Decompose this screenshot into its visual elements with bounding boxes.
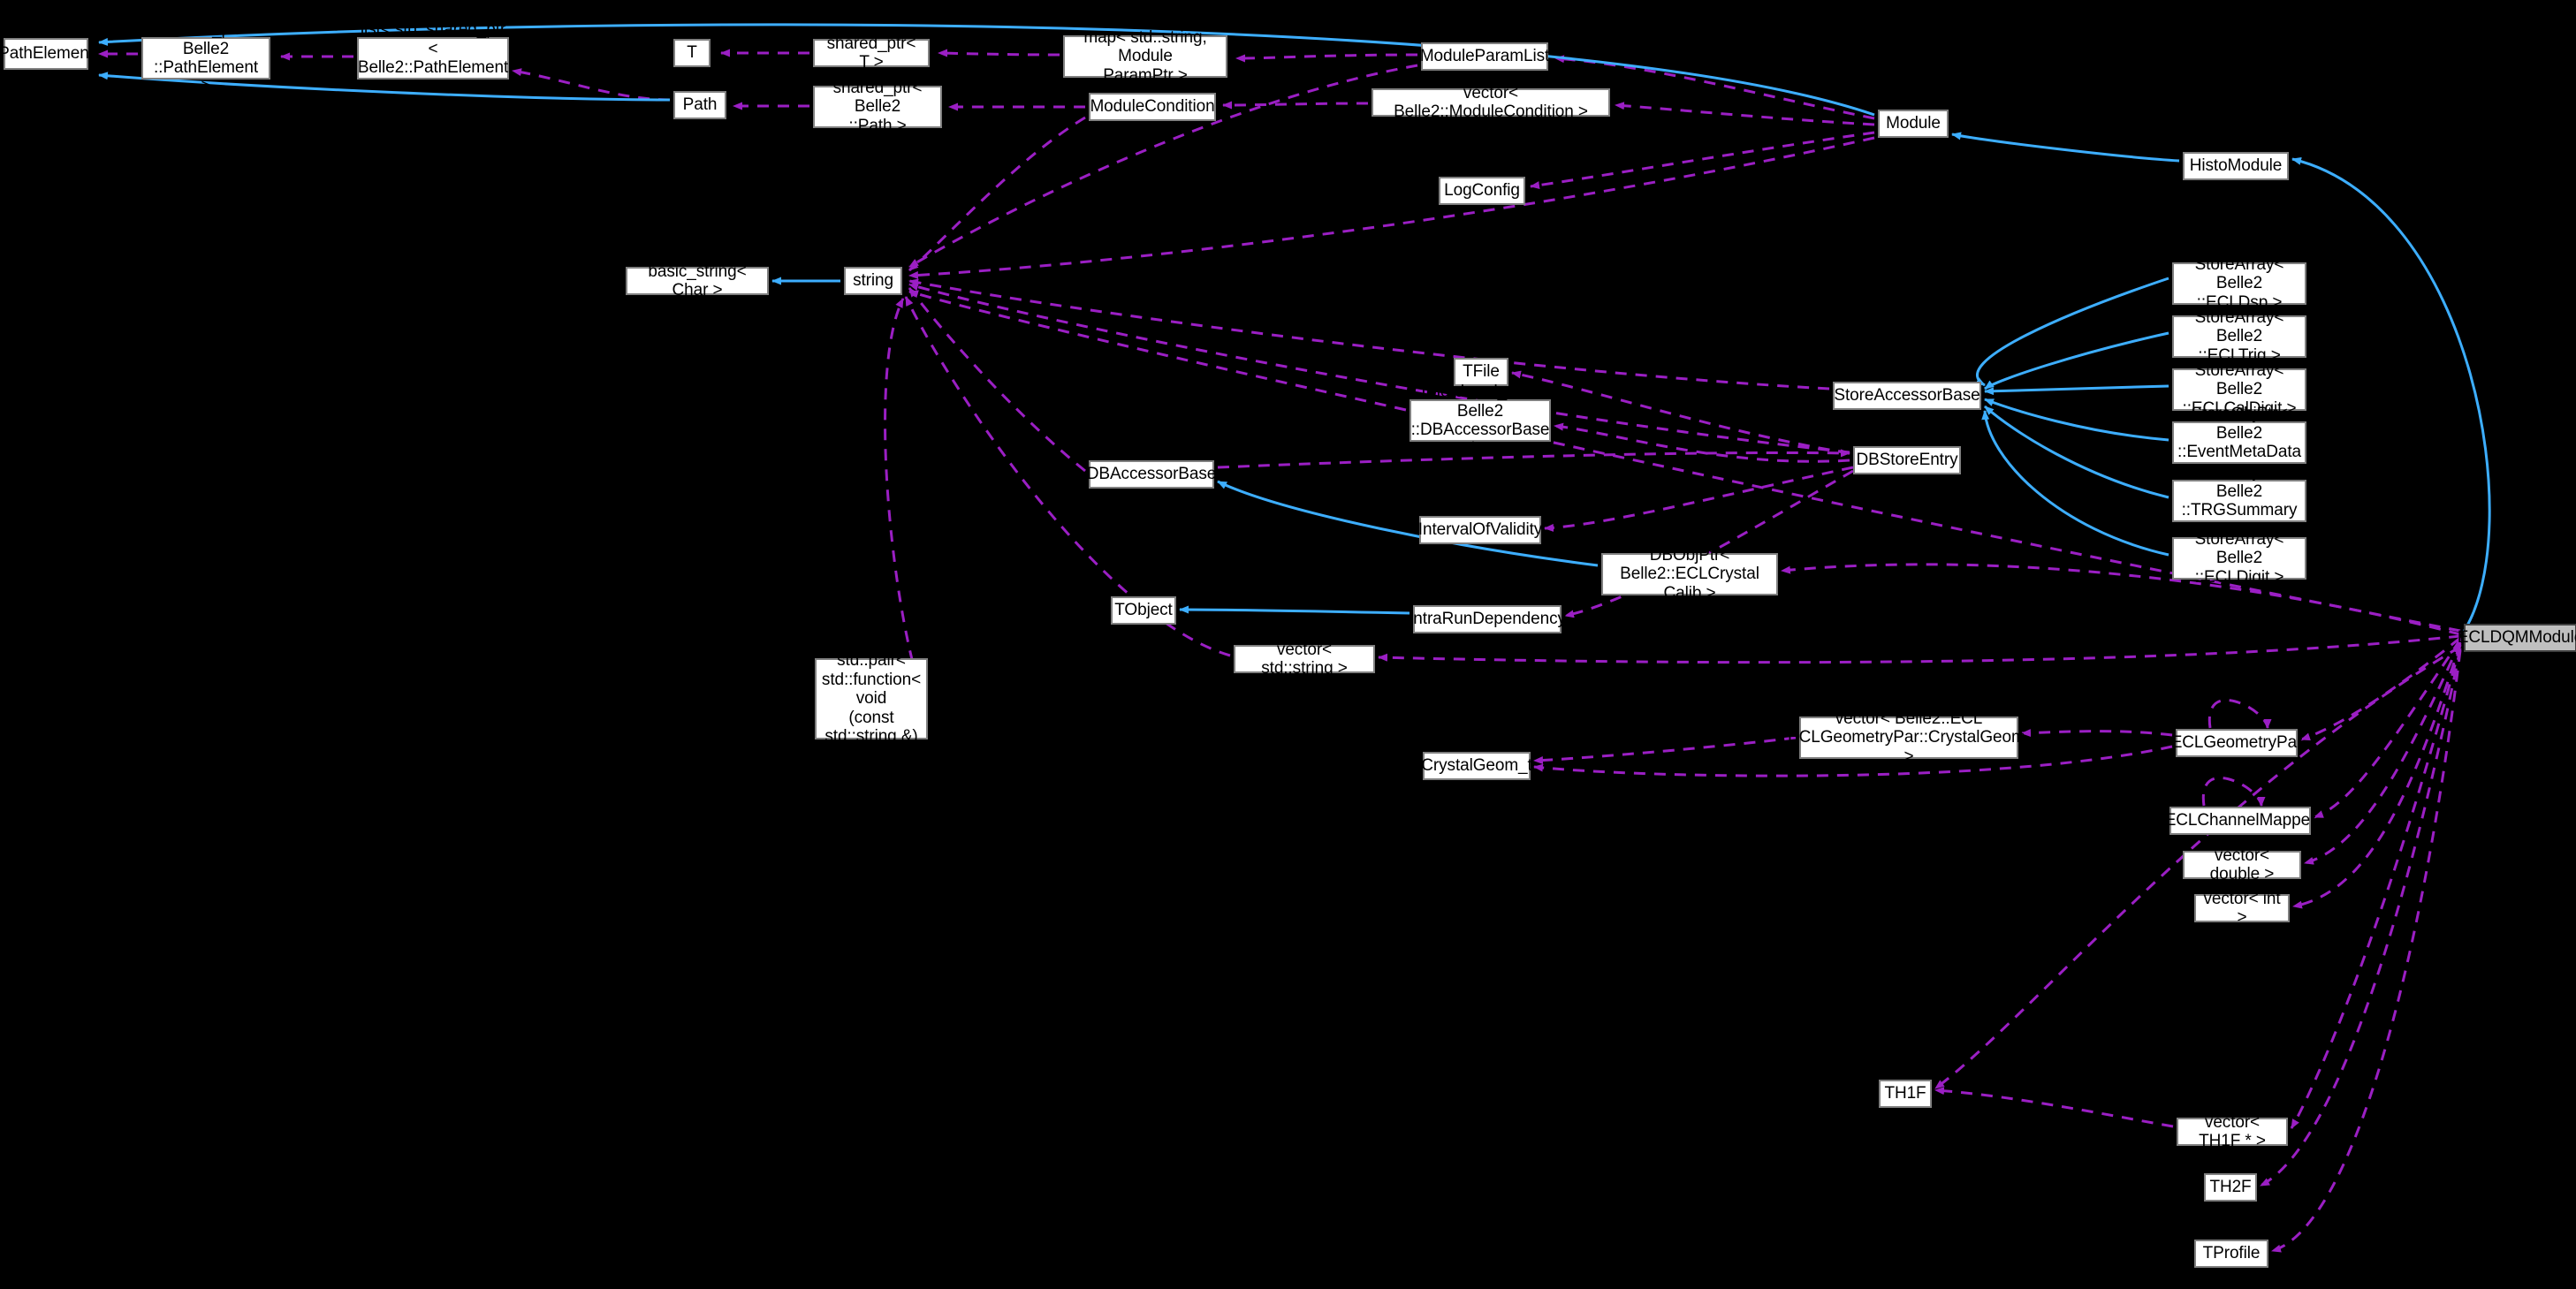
class-node-ModuleCondition[interactable]: ModuleCondition [1089, 93, 1216, 121]
class-node-StoreObjPtrEventMeta[interactable]: StoreObjPtr< Belle2 ::EventMetaData > [2172, 405, 2306, 480]
class-node-TProfile[interactable]: TProfile [2194, 1240, 2268, 1268]
class-node-PathElement[interactable]: PathElement [0, 38, 94, 70]
class-node-label: HistoModule [2189, 156, 2283, 176]
class-node-StoreArrayECLTrig[interactable]: StoreArray< Belle2 ::ECLTrig > [2172, 308, 2306, 365]
class-node-LogConfig[interactable]: LogConfig [1439, 177, 1525, 205]
class-node-label: StoreArray< Belle2 ::ECLCalDigit > [2182, 360, 2297, 418]
class-node-label: vector< std::string > [1261, 640, 1348, 678]
class-node-label: ECLChannelMapper [2164, 811, 2316, 830]
class-node-label: PathElement [0, 44, 94, 64]
class-node-label: DBStoreEntry [1856, 451, 1958, 470]
class-node-ECLChannelMapper[interactable]: ECLChannelMapper [2165, 807, 2315, 835]
class-node-DBStoreEntry[interactable]: DBStoreEntry [1853, 446, 1961, 474]
class-node-label: TH2F [2209, 1178, 2252, 1197]
class-node-StoreObjPtrTRGSummary[interactable]: StoreObjPtr< Belle2 ::TRGSummary > [2172, 463, 2306, 538]
class-node-label: ECLDQMModule [2457, 628, 2576, 648]
class-node-Module[interactable]: Module [1878, 110, 1949, 138]
class-node-label: TFile [1463, 362, 1500, 382]
class-node-label: TProfile [2202, 1244, 2261, 1263]
class-node-label: basic_string< Char > [648, 262, 747, 300]
class-node-label: Path [682, 95, 718, 115]
class-node-TH1F[interactable]: TH1F [1879, 1080, 1932, 1108]
class-node-StoreArrayECLCalDigit[interactable]: StoreArray< Belle2 ::ECLCalDigit > [2172, 361, 2306, 418]
class-node-label: CrystalGeom_t [1421, 756, 1532, 776]
class-node-unorderedSetDBAccessor[interactable]: unordered_set< Belle2 ::DBAccessorBase *… [1410, 383, 1551, 458]
class-node-label: StoreArray< Belle2 ::ECLDsp > [2194, 254, 2284, 312]
class-node-label: DBObjPtr< Belle2::ECLCrystal Calib > [1620, 545, 1759, 603]
class-node-string[interactable]: string [844, 267, 902, 295]
class-node-StoreArrayECLDigit[interactable]: StoreArray< Belle2 ::ECLDigit > [2172, 530, 2306, 587]
class-node-label: ECLGeometryPar [2170, 733, 2303, 753]
class-node-mapStringModuleParam[interactable]: map< std::string, Module ParamPtr > [1063, 28, 1227, 85]
class-node-Path[interactable]: Path [673, 91, 726, 119]
class-node-DBAccessorBase[interactable]: DBAccessorBase [1087, 460, 1216, 489]
class-node-label: IntervalOfValidity [1417, 520, 1543, 540]
class-node-label: TObject [1114, 601, 1173, 620]
class-node-label: TH1F [1884, 1084, 1926, 1103]
class-node-sharedPtrT[interactable]: shared_ptr< T > [813, 34, 930, 72]
class-node-HistoModule[interactable]: HistoModule [2183, 152, 2289, 180]
class-node-StoreArrayECLDsp[interactable]: StoreArray< Belle2 ::ECLDsp > [2172, 255, 2306, 312]
class-node-label: vector< std::pair< std::function< void (… [821, 632, 922, 765]
class-node-StoreAccessorBase[interactable]: StoreAccessorBase [1833, 382, 1981, 410]
class-node-IntraRunDependency[interactable]: IntraRunDependency [1409, 605, 1566, 633]
class-node-label: vector< Belle2::ModuleCondition > [1394, 83, 1588, 121]
class-node-vectorPairFunction[interactable]: vector< std::pair< std::function< void (… [815, 633, 928, 765]
class-node-label: ModuleParamList [1419, 47, 1550, 66]
class-node-label: LogConfig [1444, 181, 1520, 201]
class-node-CrystalGeom_t[interactable]: CrystalGeom_t [1421, 752, 1532, 780]
class-node-label: StoreAccessorBase [1834, 386, 1980, 406]
class-node-label: IntraRunDependency [1409, 610, 1566, 629]
class-node-vectorModuleCondition[interactable]: vector< Belle2::ModuleCondition > [1372, 84, 1610, 121]
class-node-TFile[interactable]: TFile [1454, 358, 1508, 386]
class-node-label: shared_ptr< T > [826, 34, 916, 72]
class-node-label: Module [1886, 114, 1941, 133]
class-node-vectorInt[interactable]: vector< int > [2194, 890, 2290, 927]
class-node-label: T [687, 43, 697, 63]
class-node-vectorDouble[interactable]: vector< double > [2183, 846, 2301, 883]
class-node-ModuleParamList[interactable]: ModuleParamList [1420, 42, 1549, 71]
class-node-ECLDQMModule[interactable]: ECLDQMModule [2458, 624, 2576, 652]
class-node-label: StoreArray< Belle2 ::ECLDigit > [2194, 529, 2284, 587]
class-node-IntervalOfValidity[interactable]: IntervalOfValidity [1418, 516, 1542, 544]
class-node-label: vector< double > [2209, 845, 2275, 883]
class-node-label: unordered_set< Belle2 ::DBAccessorBase *… [1410, 383, 1550, 459]
class-node-sharedPtrPathElement[interactable]: shared_ptr< Belle2 ::PathElement > [141, 20, 270, 95]
class-node-label: vector< Belle2::ECL ::ECLGeometryPar::Cr… [1778, 709, 2040, 766]
class-node-label: shared_ptr< Belle2 ::PathElement > [153, 20, 259, 96]
class-node-label: vector< TH1F * > [2199, 1112, 2266, 1150]
class-node-TH2F[interactable]: TH2F [2204, 1173, 2257, 1202]
class-node-ECLGeometryPar[interactable]: ECLGeometryPar [2171, 729, 2302, 757]
class-node-label: vector< int > [2203, 889, 2281, 927]
class-node-listSharedPtrPE[interactable]: list< std::shared_ptr < Belle2::PathElem… [357, 20, 509, 95]
class-node-label: shared_ptr< Belle2 ::Path > [832, 78, 923, 135]
class-node-vectorTH1Fptr[interactable]: vector< TH1F * > [2177, 1113, 2288, 1150]
class-node-label: ModuleCondition [1090, 97, 1215, 117]
class-node-vectorECLGeomCrystal[interactable]: vector< Belle2::ECL ::ECLGeometryPar::Cr… [1779, 709, 2040, 766]
class-node-label: string [853, 271, 893, 291]
class-node-label: DBAccessorBase [1086, 465, 1217, 484]
class-node-DBObjPtrECLCrystalCalib[interactable]: DBObjPtr< Belle2::ECLCrystal Calib > [1601, 546, 1778, 603]
class-node-label: StoreObjPtr< Belle2 ::EventMetaData > [2177, 405, 2302, 481]
class-node-basicStringChar[interactable]: basic_string< Char > [626, 262, 769, 300]
class-node-TObject[interactable]: TObject [1111, 596, 1176, 625]
class-node-T[interactable]: T [673, 39, 710, 67]
class-node-sharedPtrPath[interactable]: shared_ptr< Belle2 ::Path > [813, 79, 942, 135]
class-node-label: map< std::string, Module ParamPtr > [1083, 27, 1207, 85]
class-node-label: StoreObjPtr< Belle2 ::TRGSummary > [2181, 463, 2298, 539]
class-node-label: StoreArray< Belle2 ::ECLTrig > [2194, 307, 2284, 365]
class-node-vectorStdString[interactable]: vector< std::string > [1234, 641, 1375, 678]
class-node-label: list< std::shared_ptr < Belle2::PathElem… [357, 20, 509, 96]
